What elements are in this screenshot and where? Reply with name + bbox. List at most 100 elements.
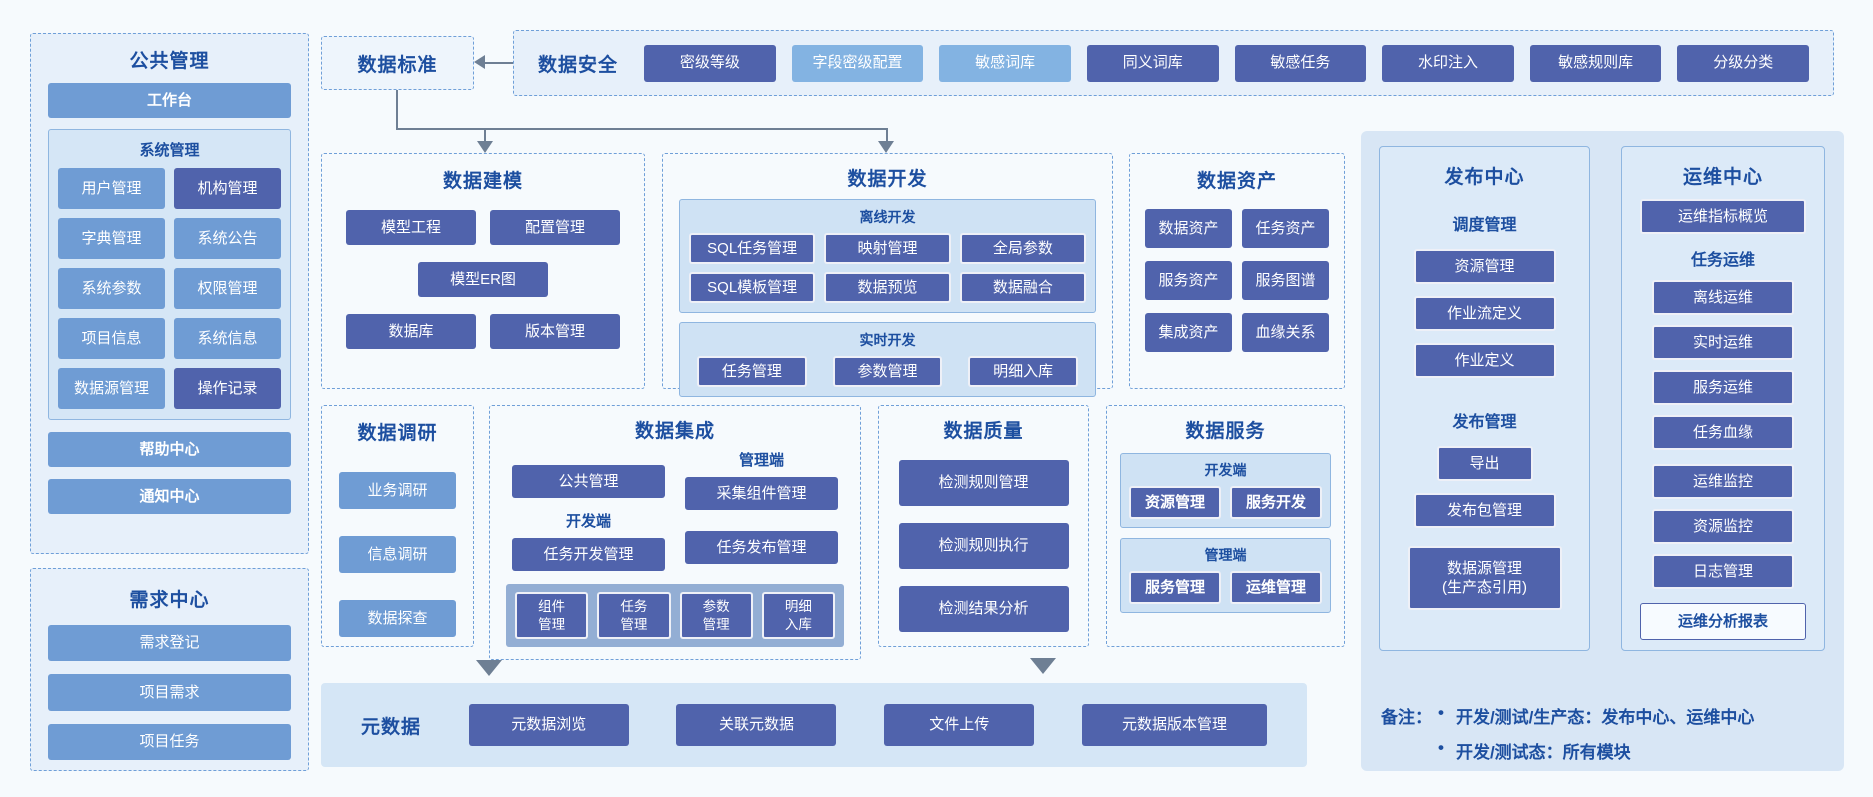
log-mgmt-button[interactable]: 日志管理 [1652,554,1794,589]
model-er-diagram-button[interactable]: 模型ER图 [418,262,548,297]
data-fusion-button[interactable]: 数据融合 [959,272,1086,303]
service-dev-button[interactable]: 服务开发 [1230,486,1322,519]
config-mgmt-button[interactable]: 配置管理 [490,210,620,245]
data-standard-box[interactable]: 数据标准 [321,36,474,90]
data-preview-button[interactable]: 数据预览 [824,272,951,303]
integration-public-mgmt-button[interactable]: 公共管理 [512,465,665,498]
task-asset-button[interactable]: 任务资产 [1242,209,1329,248]
security-level-button[interactable]: 密级等级 [644,44,776,82]
sidebar-item-sys-info[interactable]: 系统信息 [174,318,281,359]
mapping-mgmt-button[interactable]: 映射管理 [824,233,951,264]
bullet-icon: • [1438,738,1444,757]
database-button[interactable]: 数据库 [346,314,476,349]
data-explore-button[interactable]: 数据探查 [339,600,456,637]
grading-classify-button[interactable]: 分级分类 [1677,44,1810,82]
sidebar-item-datasource-mgmt[interactable]: 数据源管理 [58,368,165,409]
data-asset-button[interactable]: 数据资产 [1145,209,1232,248]
param-mgmt-button[interactable]: 参数 管理 [679,592,753,639]
info-research-button[interactable]: 信息调研 [339,536,456,573]
file-upload-button[interactable]: 文件上传 [884,704,1035,746]
service-graph-button[interactable]: 服务图谱 [1242,261,1329,300]
sidebar-item-sys-params[interactable]: 系统参数 [58,268,165,309]
metadata-version-mgmt-button[interactable]: 元数据版本管理 [1081,704,1267,746]
integration-asset-button[interactable]: 集成资产 [1145,313,1232,352]
job-define-button[interactable]: 作业定义 [1413,343,1556,378]
data-integration-title: 数据集成 [634,421,715,442]
sql-task-mgmt-button[interactable]: SQL任务管理 [689,233,816,264]
version-mgmt-button[interactable]: 版本管理 [490,314,620,349]
task-mgmt-button[interactable]: 任务 管理 [597,592,671,639]
resource-monitor-button[interactable]: 资源监控 [1652,509,1794,544]
lineage-button[interactable]: 血缘关系 [1242,313,1329,352]
sidebar-item-sys-notice[interactable]: 系统公告 [174,218,281,259]
integration-mgmt-label: 管理端 [738,452,784,469]
business-research-button[interactable]: 业务调研 [339,472,456,509]
component-mgmt-button[interactable]: 组件 管理 [515,592,589,639]
ops-center-panel: 运维中心 运维指标概览 任务运维 离线运维 实时运维 服务运维 任务血缘 运维监… [1621,146,1825,651]
data-security-title: 数据安全 [538,54,619,76]
global-params-button[interactable]: 全局参数 [959,233,1086,264]
watermark-inject-button[interactable]: 水印注入 [1382,44,1514,82]
task-mgmt-button[interactable]: 任务管理 [697,356,807,387]
note-item: 开发/测试态：所有模块 [1455,743,1631,762]
metadata-browse-button[interactable]: 元数据浏览 [468,704,629,746]
related-metadata-button[interactable]: 关联元数据 [676,704,837,746]
sidebar-item-permission-mgmt[interactable]: 权限管理 [174,268,281,309]
sensitive-lexicon-button[interactable]: 敏感词库 [939,44,1071,82]
sidebar-item-project-info[interactable]: 项目信息 [58,318,165,359]
offline-ops-button[interactable]: 离线运维 [1652,280,1794,315]
sensitive-task-button[interactable]: 敏感任务 [1234,44,1367,82]
task-dev-mgmt-button[interactable]: 任务开发管理 [512,538,665,571]
notice-center-button[interactable]: 通知中心 [48,479,291,514]
workbench-button[interactable]: 工作台 [48,83,291,118]
help-center-button[interactable]: 帮助中心 [48,432,291,467]
task-publish-mgmt-button[interactable]: 任务发布管理 [685,531,838,564]
check-result-analysis-button[interactable]: 检测结果分析 [898,586,1069,632]
arrow-down-icon [878,141,894,153]
check-rule-exec-button[interactable]: 检测规则执行 [898,523,1069,569]
ops-center-title: 运维中心 [1682,167,1763,188]
data-services-panel: 数据服务 开发端 资源管理 服务开发 管理端 服务管理 运维管理 [1106,405,1345,647]
ops-monitor-button[interactable]: 运维监控 [1652,464,1794,499]
detail-storage-button[interactable]: 明细 入库 [761,592,835,639]
service-asset-button[interactable]: 服务资产 [1145,261,1232,300]
ops-mgmt-button[interactable]: 运维管理 [1230,571,1322,604]
field-security-config-button[interactable]: 字段密级配置 [791,44,924,82]
publish-package-mgmt-button[interactable]: 发布包管理 [1413,493,1556,528]
service-mgmt-button[interactable]: 服务管理 [1129,571,1221,604]
model-project-button[interactable]: 模型工程 [346,210,476,245]
bullet-icon: • [1438,703,1444,722]
project-demand-button[interactable]: 项目需求 [48,674,291,711]
task-lineage-button[interactable]: 任务血缘 [1652,415,1794,450]
data-assets-grid: 数据资产 任务资产 服务资产 服务图谱 集成资产 血缘关系 [1145,209,1329,352]
sql-template-mgmt-button[interactable]: SQL模板管理 [689,272,816,303]
datasource-mgmt-prod-button[interactable]: 数据源管理 (生产态引用) [1407,546,1562,610]
schedule-mgmt-label: 调度管理 [1452,217,1517,234]
ops-metrics-overview-button[interactable]: 运维指标概览 [1640,199,1806,234]
collect-component-mgmt-button[interactable]: 采集组件管理 [685,477,838,510]
realtime-ops-button[interactable]: 实时运维 [1652,325,1794,360]
services-dev-label: 开发端 [1204,462,1247,478]
integration-mgmt-column: 管理端 采集组件管理 任务发布管理 [685,449,838,571]
sidebar-item-operation-log[interactable]: 操作记录 [174,368,281,409]
export-button[interactable]: 导出 [1436,446,1533,481]
detail-storage-button[interactable]: 明细入库 [968,356,1079,387]
arrow-down-icon [477,141,493,153]
sidebar-item-dict-mgmt[interactable]: 字典管理 [58,218,165,259]
public-mgmt-panel: 公共管理 工作台 系统管理 用户管理 机构管理 字典管理 系统公告 系统参数 权… [30,33,309,554]
arrow-line [485,62,513,64]
resource-mgmt-button[interactable]: 资源管理 [1413,249,1556,284]
sensitive-rule-lib-button[interactable]: 敏感规则库 [1529,44,1662,82]
sidebar-item-org-mgmt[interactable]: 机构管理 [174,168,281,209]
synonym-lexicon-button[interactable]: 同义词库 [1086,44,1219,82]
jobflow-define-button[interactable]: 作业流定义 [1413,296,1556,331]
sidebar-item-user-mgmt[interactable]: 用户管理 [58,168,165,209]
service-ops-button[interactable]: 服务运维 [1652,370,1794,405]
project-task-button[interactable]: 项目任务 [48,723,291,760]
ops-analysis-report-button[interactable]: 运维分析报表 [1640,603,1806,640]
check-rule-mgmt-button[interactable]: 检测规则管理 [898,460,1069,506]
note-block: 备注： • 开发/测试/生产态：发布中心、运维中心 • 开发/测试态：所有模块 [1381,703,1841,763]
demand-register-button[interactable]: 需求登记 [48,625,291,662]
param-mgmt-button[interactable]: 参数管理 [832,356,943,387]
resource-mgmt-button[interactable]: 资源管理 [1129,486,1221,519]
